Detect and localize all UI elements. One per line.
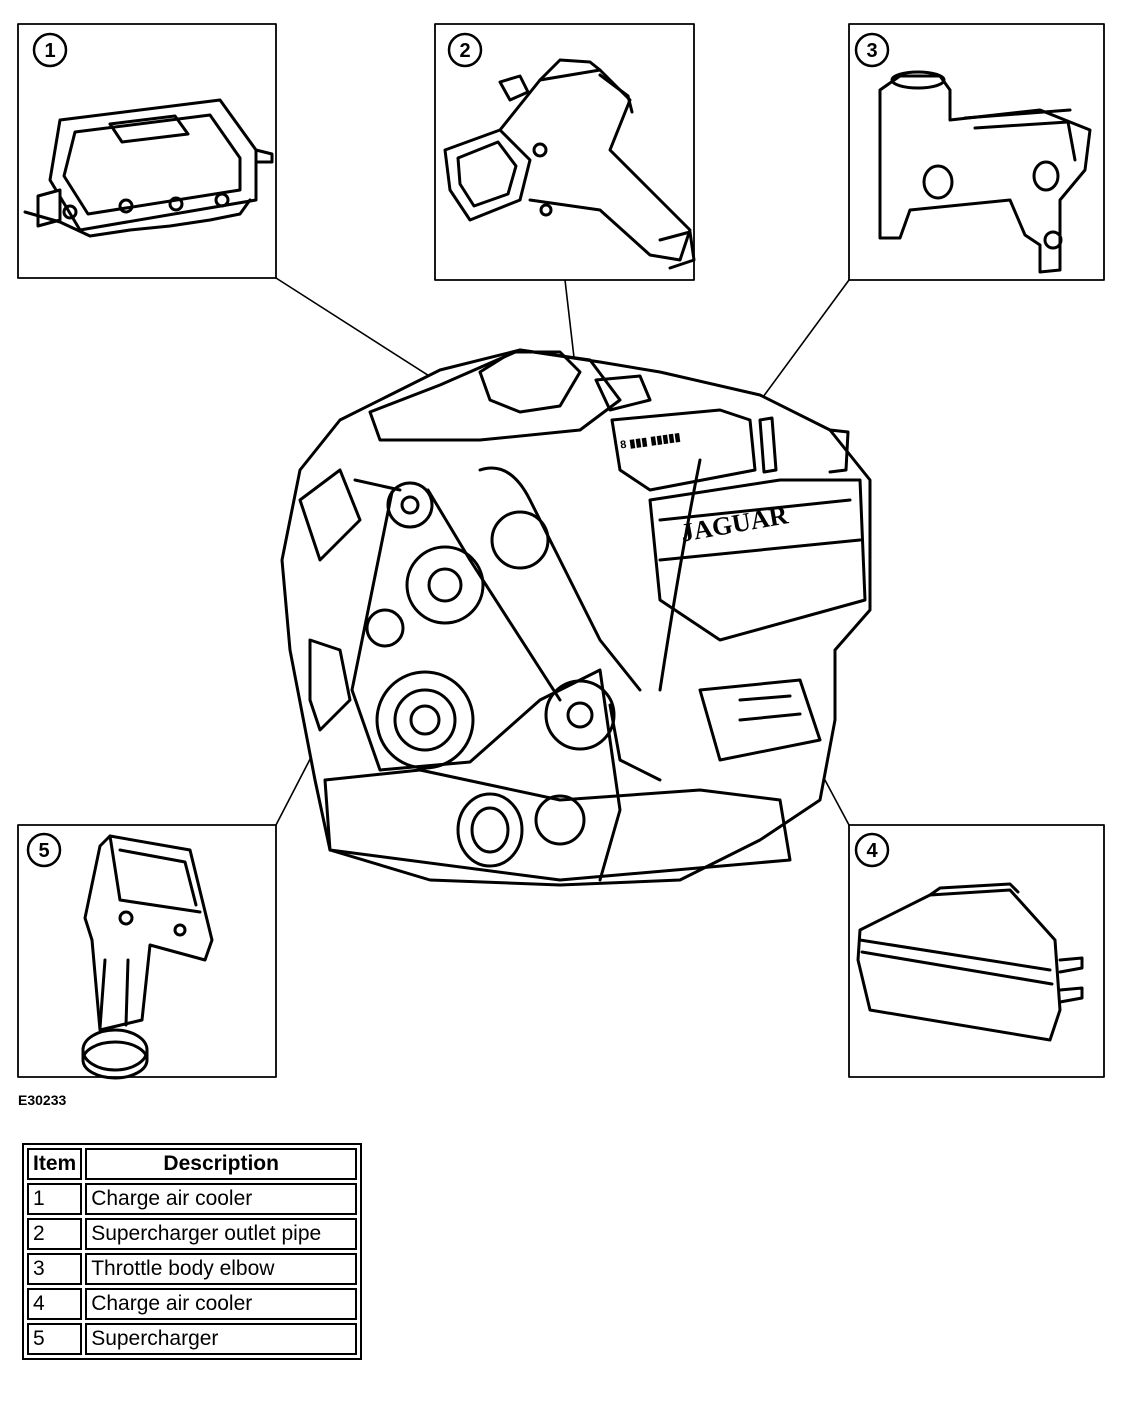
figure-id: E30233 <box>18 1092 67 1108</box>
legend-item-description: Supercharger <box>85 1323 358 1355</box>
drive-belt <box>350 490 622 882</box>
legend-item-description: Charge air cooler <box>85 1288 358 1320</box>
throttle-body-elbow-drawing <box>878 70 1092 274</box>
table-row: 4 Charge air cooler <box>27 1288 358 1320</box>
crankshaft-pulley <box>375 670 475 770</box>
legend-item-description: Supercharger outlet pipe <box>85 1218 358 1250</box>
callout-number-4: 4 <box>866 840 878 862</box>
legend-table: Item Description 1 Charge air cooler 2 S… <box>22 1143 363 1360</box>
alternator <box>534 794 586 846</box>
legend-item-number: 2 <box>27 1218 83 1250</box>
supercharger-drawing <box>81 834 214 1080</box>
leader-line-1 <box>275 277 449 389</box>
callout-box-1: 1 <box>17 23 277 279</box>
legend-item-number: 1 <box>27 1183 83 1215</box>
leader-line-3 <box>751 279 850 413</box>
legend-item-description: Throttle body elbow <box>85 1253 358 1285</box>
engine-exploded-diagram: 1 2 3 <box>17 23 1105 1080</box>
legend-header-row: Item Description <box>27 1148 358 1180</box>
callout-box-2: 2 <box>434 23 696 281</box>
table-row: 5 Supercharger <box>27 1323 358 1355</box>
table-row: 3 Throttle body elbow <box>27 1253 358 1285</box>
legend-header-description: Description <box>85 1148 358 1180</box>
callout-box-4: 4 <box>848 824 1105 1078</box>
engine-assembly: 8 ▮▮▮ ▮▮▮▮▮ JAGUAR <box>280 348 872 887</box>
legend-item-number: 4 <box>27 1288 83 1320</box>
engine-charge-air-cooler <box>610 408 757 492</box>
legend-item-number: 3 <box>27 1253 83 1285</box>
oil-filter <box>456 792 524 868</box>
table-row: 2 Supercharger outlet pipe <box>27 1218 358 1250</box>
callout-number-3: 3 <box>866 40 877 62</box>
legend-header-item: Item <box>27 1148 83 1180</box>
callout-number-2: 2 <box>459 40 470 62</box>
callout-box-5: 5 <box>17 824 277 1080</box>
callout-number-1: 1 <box>44 40 55 62</box>
legend-item-number: 5 <box>27 1323 83 1355</box>
charge-air-cooler-1-drawing <box>23 98 274 238</box>
idler-pulley <box>405 545 485 625</box>
callout-box-3: 3 <box>848 23 1105 281</box>
table-row: 1 Charge air cooler <box>27 1183 358 1215</box>
legend-item-description: Charge air cooler <box>85 1183 358 1215</box>
supercharger-outlet-pipe-drawing <box>443 58 696 270</box>
charge-air-cooler-4-drawing <box>856 882 1084 1042</box>
callout-number-5: 5 <box>38 840 49 862</box>
